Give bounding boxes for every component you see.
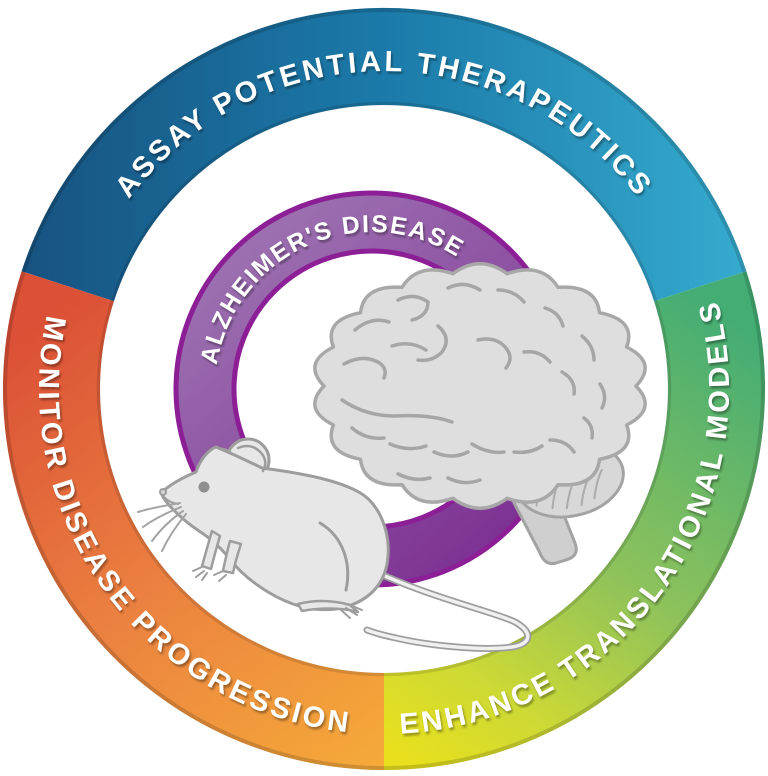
- mouse-hind-foot: [296, 599, 360, 614]
- cerebrum: [313, 262, 647, 510]
- mouse-front-paw-1: [192, 566, 208, 581]
- outer-ring-outer-rim: [3, 8, 765, 770]
- segment-enhance-translational-models: [384, 271, 766, 770]
- mouse-tail: [363, 572, 532, 652]
- outer-ring: [2, 7, 766, 770]
- brain-sulci: [340, 282, 607, 485]
- mouse-front-leg-2: [221, 539, 243, 575]
- mouse-haunch-line: [318, 521, 350, 592]
- mouse-hind-toes: [340, 604, 363, 619]
- mouse-illustration: [137, 437, 532, 652]
- mouse-inner-ear: [236, 444, 267, 473]
- mouse-front-paw-2: [213, 570, 227, 582]
- brain-illustration: [313, 262, 647, 565]
- outer-ring-inner-rim: [96, 101, 672, 677]
- mouse-eye: [198, 481, 210, 493]
- mouse-body: [160, 445, 390, 612]
- mouse-front-leg-1: [200, 529, 222, 571]
- segment-monitor-disease-progression: [2, 271, 385, 770]
- mouse-nose: [159, 488, 167, 496]
- mouse-whiskers: [137, 502, 187, 552]
- segment-assay-potential-therapeutics: [21, 7, 747, 302]
